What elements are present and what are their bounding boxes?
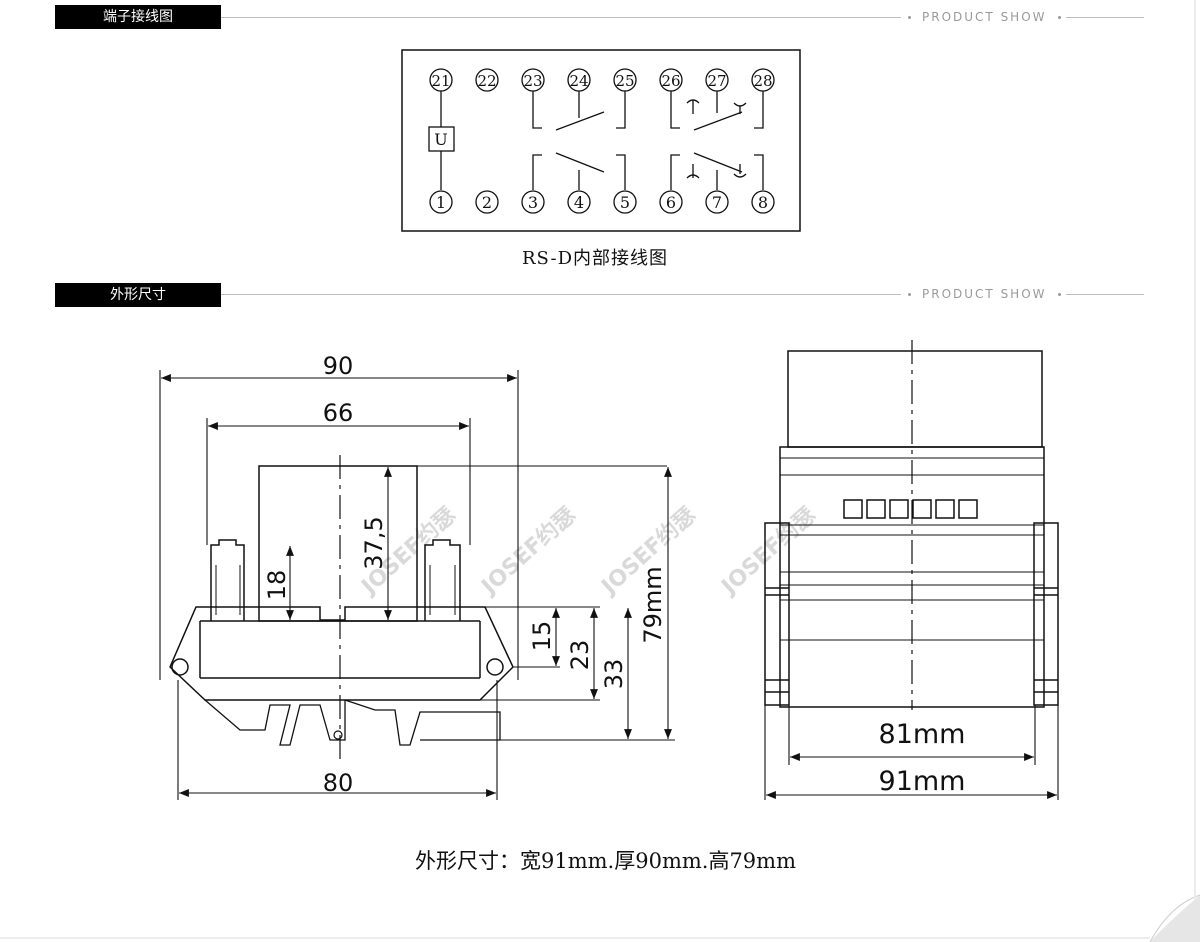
terminal-label: 26 [661,72,680,90]
terminal-label: 24 [569,72,588,90]
dim-81-label: 81mm [879,719,966,750]
terminal-circle [475,68,499,92]
section-divider [221,17,901,18]
terminal-label: 1 [436,193,446,212]
dim-18-label: 18 [263,570,291,601]
terminal-label: 4 [574,193,584,212]
dim-37-5-label: 37,5 [360,516,388,569]
section-tag: PRODUCT SHOW [922,287,1047,301]
divider-dot [908,16,911,19]
dim-15-label: 15 [528,621,556,652]
section-tag: PRODUCT SHOW [922,10,1047,24]
dim-91-label: 91mm [879,766,966,797]
terminal-circle [705,190,729,214]
terminal-circle [521,190,545,214]
dim-23-label: 23 [566,640,594,671]
section-divider [221,294,901,295]
section-title-wiring: 端子接线图 [55,5,221,29]
terminal-label: 3 [528,193,538,212]
dim-90-label: 90 [323,352,354,380]
section-divider [1066,294,1144,295]
terminal-label: 21 [431,72,450,90]
divider-dot [1058,16,1061,19]
dim-80-label: 80 [323,769,354,797]
terminal-circle [475,190,499,214]
coil-circuit [428,91,455,190]
terminal-circle [429,190,453,214]
section-divider [1066,17,1144,18]
terminal-circle [613,190,637,214]
terminal-label: 23 [523,72,542,90]
wiring-caption: RS-D内部接线图 [522,248,669,269]
bottom-terminal-row: 1 2 3 4 5 6 7 8 [429,190,775,214]
terminal-circle [659,190,683,214]
terminal-circle [751,190,775,214]
dim-33-label: 33 [600,659,628,690]
front-view-body [169,465,667,746]
front-dimension-lines [159,370,675,800]
terminal-label: 2 [482,193,492,212]
terminal-label: 8 [758,193,768,212]
terminal-circle [567,190,591,214]
terminal-label: 5 [620,193,630,212]
terminal-label: 25 [615,72,634,90]
top-terminal-row: 21 22 23 24 25 26 27 28 [429,68,775,92]
contact-group-23-25 [532,91,626,131]
terminal-label: 22 [477,72,496,90]
terminal-label: 27 [707,72,726,90]
contact-group-26-28 [670,91,764,131]
terminal-label: 28 [753,72,772,90]
contact-group-6-8 [670,152,764,190]
terminal-label: 7 [712,193,722,212]
terminal-label: 6 [666,193,676,212]
contact-group-3-5 [532,152,626,190]
side-dimension-lines [764,705,1059,800]
dimension-summary: 外形尺寸：宽91mm.厚90mm.高79mm [415,849,796,873]
section-title-dimensions: 外形尺寸 [55,283,221,307]
dim-66-label: 66 [323,399,354,427]
coil-label: U [434,130,447,149]
divider-dot [1058,293,1061,296]
wiring-frame [401,49,801,232]
divider-dot [908,293,911,296]
dim-79-label: 79mm [639,566,667,643]
